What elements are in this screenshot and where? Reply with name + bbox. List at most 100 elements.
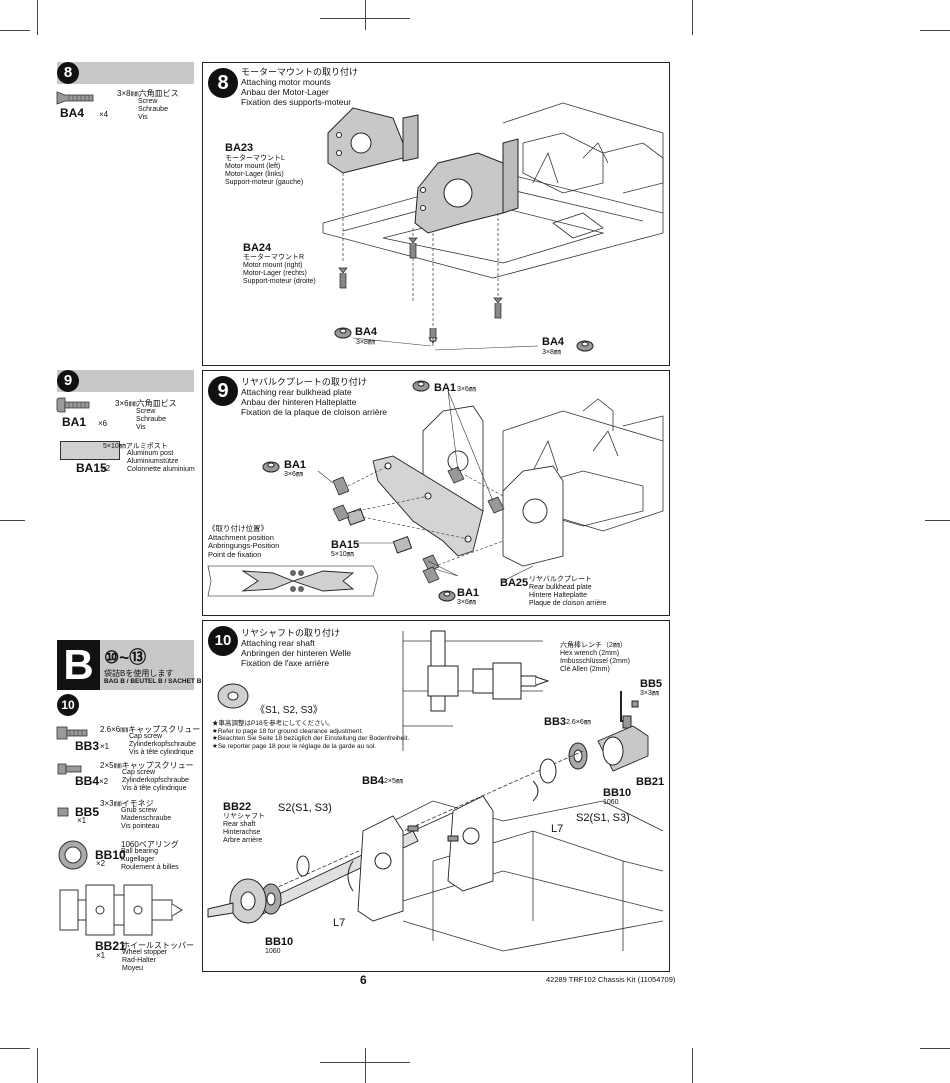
step10-callout-bb5: BB5 — [640, 678, 663, 690]
step9-callout-ba15: BA15 — [331, 539, 360, 551]
cap-screw-small-icon — [57, 763, 82, 775]
crop-mark — [920, 30, 950, 31]
bag-b-letter: B — [63, 641, 94, 688]
button-screw-icon — [56, 397, 90, 413]
bag-b-jp: 袋詰Bを使用します — [104, 669, 174, 678]
step8-part-size: 3×8㎜六角皿ビス — [117, 89, 179, 98]
step9-callout-ba1-bottom: BA1 — [457, 587, 480, 599]
step10-callout-l7-left: L7 — [333, 917, 346, 929]
step10-callout-s2-right: S2(S1, S3) — [576, 812, 630, 824]
bb4-code: BB4 — [75, 774, 100, 788]
aluminum-post-icon — [60, 441, 120, 460]
step10-callout-l7-right: L7 — [551, 823, 564, 835]
step10-callout-s2-left: S2(S1, S3) — [278, 802, 332, 814]
bb10-qty: ×2 — [96, 859, 106, 868]
step9-part2-code: BA15 — [76, 461, 107, 475]
cap-screw-icon — [56, 726, 88, 740]
step10-callout-bb21: BB21 — [636, 776, 665, 788]
step10-callout-bb5-size: 3×3㎜ — [640, 690, 659, 697]
ba24-code: BA24 — [243, 242, 272, 254]
spacer-label: 《S1, S2, S3》 — [255, 705, 323, 716]
step9-callout-ba15-size: 5×10㎜ — [331, 551, 354, 558]
rear-shaft-assembly-drawing — [207, 630, 664, 952]
footer-kit-info: 42289 TRF102 Chassis Kit (11054709) — [546, 975, 676, 984]
step10-number-badge: 10 — [57, 694, 79, 716]
bb5-qty: ×1 — [77, 816, 87, 825]
grub-screw-icon — [57, 807, 69, 817]
step9-part1-size: 3×6㎜六角皿ビス — [115, 399, 177, 408]
step9-callout-ba1-top: BA1 — [434, 382, 457, 394]
step10-callout-bb10-left: BB10 — [265, 936, 294, 948]
step8-callout-ba4-right-size: 3×8㎜ — [542, 349, 561, 356]
step10-callout-bb3: BB3 — [544, 716, 567, 728]
bb3-size: 2.6×6㎜キャップスクリュー — [100, 725, 201, 734]
step9-part2-qty: ×2 — [101, 464, 111, 473]
motor-mount-assembly-drawing — [322, 102, 664, 352]
crop-mark — [0, 1048, 30, 1049]
step10-callout-bb10-left-size: 1060 — [265, 948, 281, 955]
crop-mark — [37, 0, 38, 35]
step9-callout-ba1-bottom-size: 3×6㎜ — [457, 599, 476, 606]
rear-bulkhead-assembly-drawing — [207, 380, 664, 602]
bag-b-steps: ⑩~⑬ — [104, 648, 147, 667]
step8-part-qty: ×4 — [99, 110, 109, 119]
step10-callout-bb22: BB22 — [223, 801, 252, 813]
bb3-code: BB3 — [75, 739, 100, 753]
bb4-size: 2×5㎜キャップスクリュー — [100, 761, 194, 770]
step8-header-bar — [57, 62, 194, 84]
bb21-code: BB21 — [95, 939, 126, 953]
step10-callout-bb4: BB4 — [362, 775, 385, 787]
step9-panel-number: 9 — [208, 376, 238, 406]
bb10-size: 1060ベアリング — [121, 840, 179, 849]
bag-b-letter-box — [57, 640, 100, 690]
crop-mark — [320, 18, 410, 19]
crop-mark — [925, 520, 950, 521]
step8-callout-ba4-left-size: 3×8㎜ — [356, 339, 375, 346]
ball-bearing-icon — [58, 840, 88, 870]
step10-callout-bb4-size: 2×5㎜ — [384, 778, 403, 785]
step9-title: リヤバルクプレートの取り付け Attaching rear bulkhead p… — [241, 377, 388, 417]
step10-callout-bb10-right: BB10 — [603, 787, 632, 799]
page-number: 6 — [360, 973, 367, 987]
step10-header-bar — [57, 694, 194, 716]
step8-callout-ba4-left: BA4 — [355, 326, 378, 338]
wheel-stopper-icon — [59, 884, 183, 936]
step8-callout-ba4-right: BA4 — [542, 336, 565, 348]
step8-number-badge: 8 — [57, 62, 79, 84]
bag-b-en: BAG B / BEUTEL B / SACHET B — [104, 678, 202, 685]
crop-mark — [320, 1062, 410, 1063]
step10-callout-bb3-size: 2.6×6㎜ — [566, 719, 591, 726]
bb5-code: BB5 — [75, 805, 100, 819]
ba23-code: BA23 — [225, 142, 254, 154]
step9-callout-ba1-top-size: 3×6㎜ — [457, 386, 476, 393]
crop-mark — [692, 0, 693, 35]
step8-panel-number: 8 — [208, 68, 238, 98]
ground-clearance-notes: ★車高調整はP18を参考にしてください。★Refer to page 18 fo… — [212, 720, 410, 750]
step8-part-code: BA4 — [60, 106, 85, 120]
step9-part1-qty: ×6 — [98, 419, 108, 428]
step9-part1-code: BA1 — [62, 415, 87, 429]
bb21-jp: ホイールストッパー — [122, 941, 194, 950]
step10-panel-number: 10 — [208, 626, 238, 656]
bb21-qty: ×1 — [96, 951, 106, 960]
bb10-code: BB10 — [95, 848, 126, 862]
step9-number-badge: 9 — [57, 370, 79, 392]
step9-callout-ba1-left: BA1 — [284, 459, 307, 471]
step9-callout-ba1-left-size: 3×6㎜ — [284, 471, 303, 478]
step9-header-bar — [57, 370, 194, 392]
crop-mark — [365, 0, 366, 30]
crop-mark — [920, 1048, 950, 1049]
crop-mark — [37, 1048, 38, 1083]
